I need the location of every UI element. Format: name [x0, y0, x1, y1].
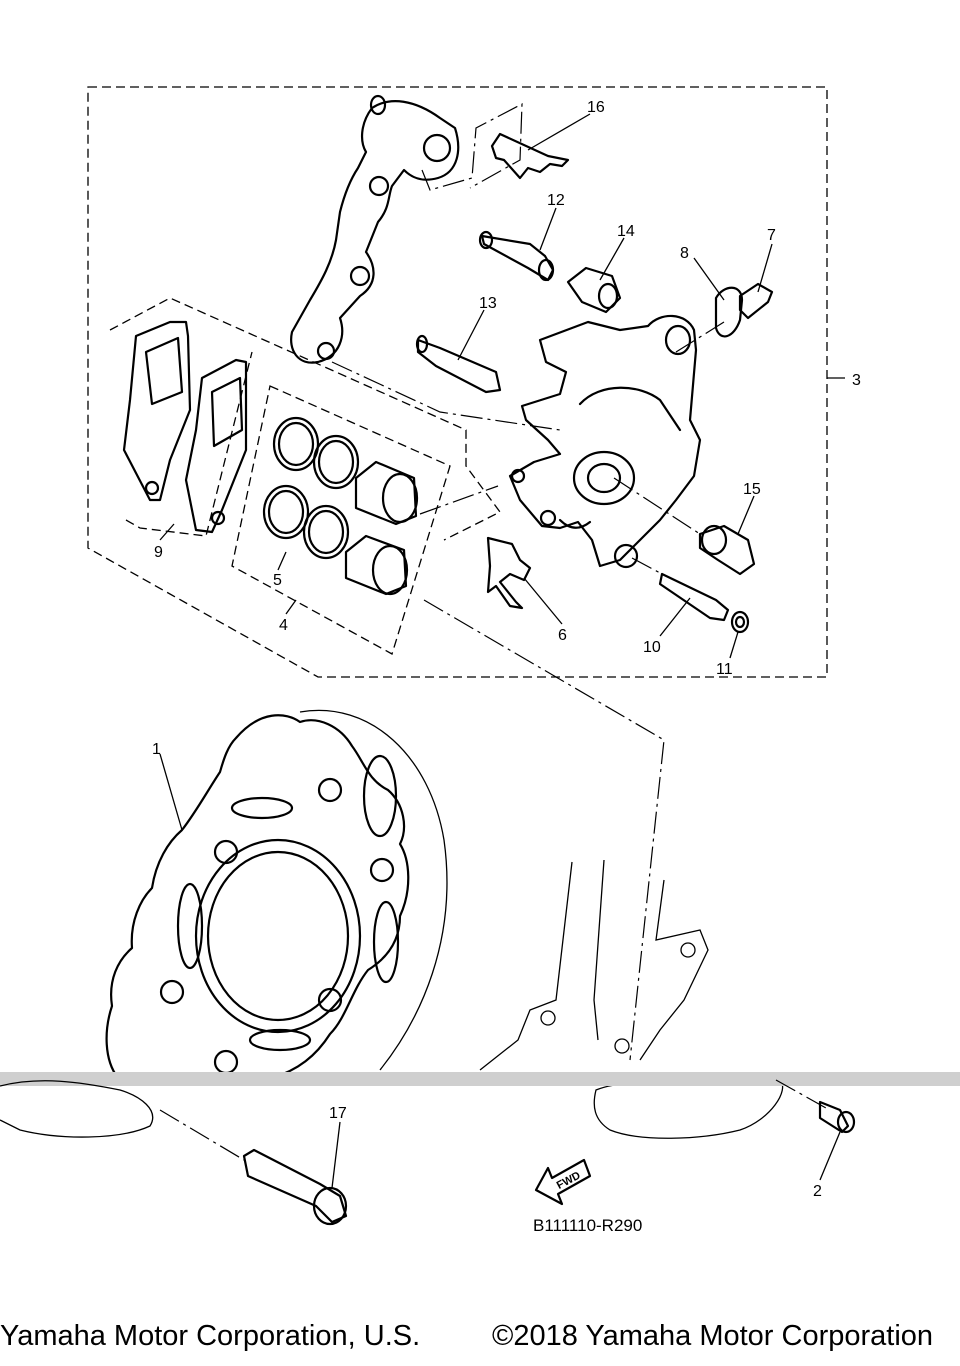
piston-seals-5 [262, 416, 360, 560]
callout-1: 1 [152, 741, 161, 758]
fwd-arrow-icon: FWD [534, 1158, 592, 1206]
callout-12: 12 [547, 192, 565, 209]
callout-14: 14 [617, 223, 635, 240]
brake-disc-1 [105, 709, 448, 1080]
boot-14 [566, 266, 622, 314]
callout-8: 8 [680, 245, 689, 262]
callout-13: 13 [479, 295, 497, 312]
screw-2 [775, 1079, 856, 1134]
pad-spring-16 [490, 132, 570, 180]
callout-2: 2 [813, 1183, 822, 1200]
footer-copyright-left: Yamaha Motor Corporation, U.S.A. All rig… [0, 1320, 420, 1352]
callout-15: 15 [743, 481, 761, 498]
bleed-cap-8 [714, 286, 744, 338]
brake-pad-kit-9 [122, 320, 248, 534]
callout-4: 4 [279, 617, 288, 634]
footer-copyright-right: ©2018 Yamaha Motor Corporation [492, 1320, 934, 1352]
halftone-band [0, 1072, 960, 1086]
pin-12 [478, 230, 555, 282]
callout-6: 6 [558, 627, 567, 644]
front-fork-outline [479, 859, 784, 1139]
callout-10: 10 [643, 639, 661, 656]
callout-7: 7 [767, 227, 776, 244]
pistons [344, 460, 419, 596]
bolt-17 [159, 1109, 348, 1226]
pin-13 [415, 334, 502, 394]
pin-10 [658, 572, 730, 622]
clip-11 [730, 610, 750, 634]
callout-11: 11 [716, 661, 733, 678]
caliper-assembly-boundary [87, 86, 828, 678]
callout-17: 17 [329, 1105, 347, 1122]
callout-leaders [159, 113, 841, 1189]
bolt-15 [698, 524, 756, 576]
pad-support-6 [486, 536, 532, 610]
bleed-screw-7 [738, 282, 774, 320]
caliper-body [508, 314, 702, 569]
reference-code: B111110-R290 [533, 1216, 642, 1235]
callout-9: 9 [154, 544, 163, 561]
caliper-bracket [290, 94, 460, 364]
callout-5: 5 [273, 572, 282, 589]
callout-3: 3 [852, 372, 861, 389]
callout-16: 16 [587, 99, 605, 116]
